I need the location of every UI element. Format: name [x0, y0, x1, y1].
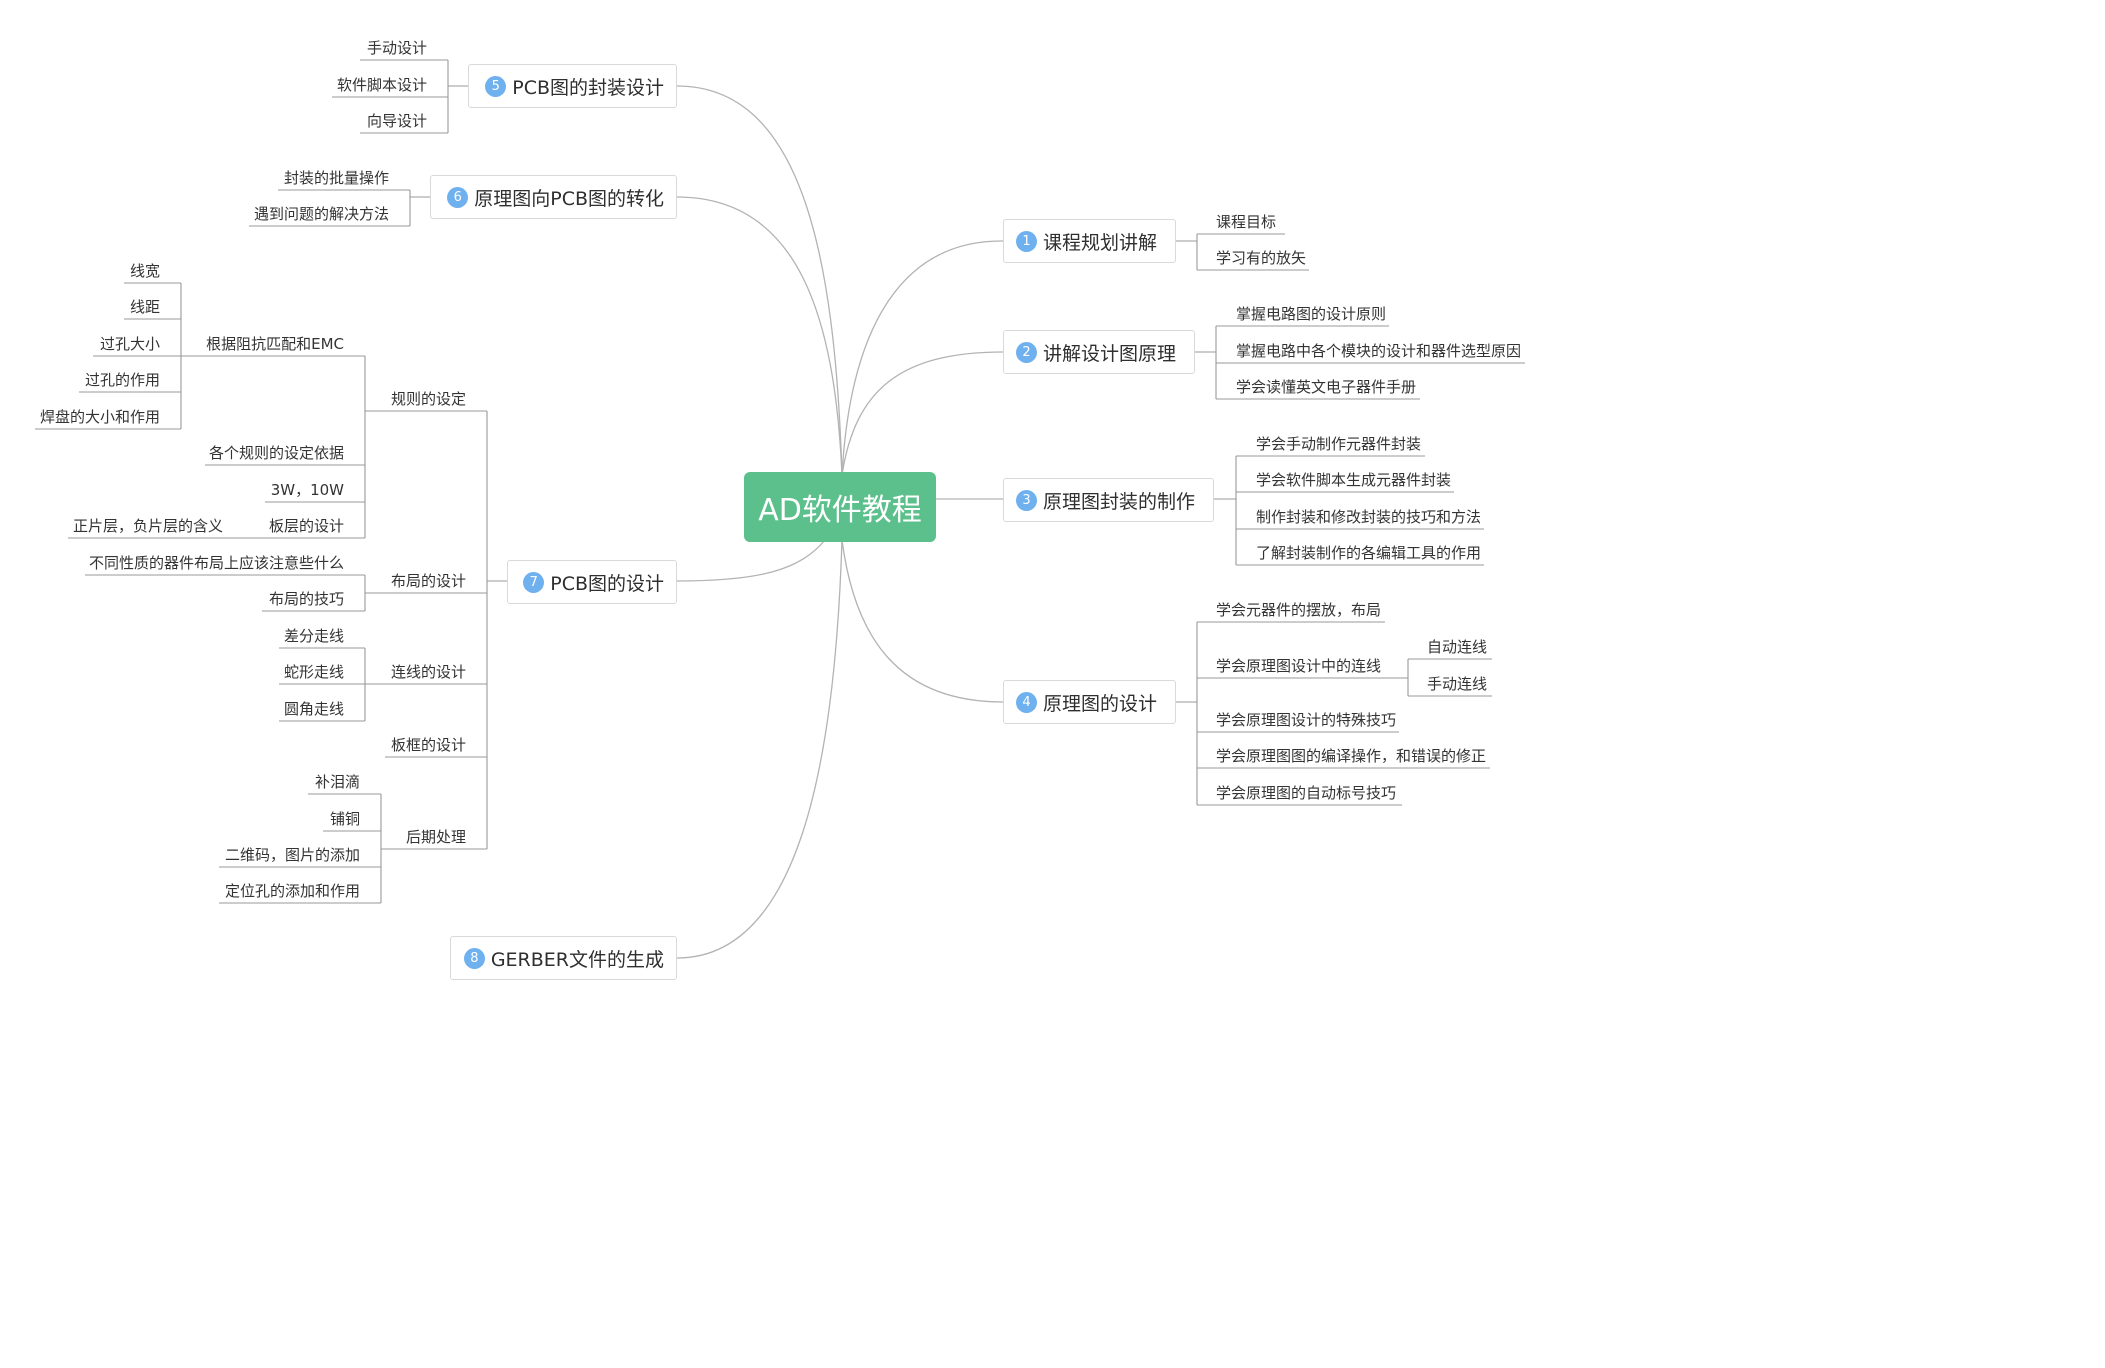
subtopic-routing-design[interactable]: 连线的设计 — [390, 663, 466, 681]
subtopic-component-placement-notes[interactable]: 不同性质的器件布局上应该注意些什么 — [88, 554, 344, 572]
branch-label: 原理图向PCB图的转化 — [474, 187, 664, 210]
subtopic-impedance-emc[interactable]: 根据阻抗匹配和EMC — [206, 335, 344, 353]
bracket-branch-6 — [249, 189, 430, 227]
branch-topic-8[interactable]: 8 GERBER文件的生成 — [450, 936, 677, 980]
subtopic-board-outline[interactable]: 板框的设计 — [390, 736, 466, 754]
subtopic-via-size[interactable]: 过孔大小 — [99, 335, 160, 353]
subtopic-special-techniques[interactable]: 学会原理图设计的特殊技巧 — [1216, 711, 1397, 729]
branch-topic-6[interactable]: 6 原理图向PCB图的转化 — [430, 175, 677, 219]
branch-label: 原理图封装的制作 — [1043, 490, 1196, 513]
subtopic-copper-pour[interactable]: 铺铜 — [329, 810, 360, 828]
subtopic-post-processing[interactable]: 后期处理 — [405, 828, 466, 846]
subtopic-editing-tools[interactable]: 了解封装制作的各编辑工具的作用 — [1256, 544, 1482, 562]
bracket-post — [219, 793, 400, 904]
connector-branch-4 — [841, 539, 1004, 703]
subtopic-wizard-design[interactable]: 向导设计 — [366, 112, 427, 130]
subtopic-rule-basis[interactable]: 各个规则的设定依据 — [208, 444, 344, 462]
branch-label: 讲解设计图原理 — [1043, 342, 1177, 365]
subtopic-layout-tips[interactable]: 布局的技巧 — [268, 590, 344, 608]
subtopic-differential-routing[interactable]: 差分走线 — [283, 627, 344, 645]
bracket-branch-5 — [332, 59, 468, 134]
subtopic-3w-10w[interactable]: 3W，10W — [270, 481, 344, 499]
subtopic-layout-design[interactable]: 布局的设计 — [390, 572, 466, 590]
subtopic-script-design[interactable]: 软件脚本设计 — [336, 76, 427, 94]
branch-label: GERBER文件的生成 — [490, 948, 664, 971]
subtopic-serpentine-routing[interactable]: 蛇形走线 — [283, 663, 344, 681]
branch-number-badge: 8 — [463, 947, 485, 969]
connector-branch-1 — [841, 240, 1004, 476]
subtopic-troubleshooting[interactable]: 遇到问题的解决方法 — [253, 205, 389, 223]
branch-number-badge: 2 — [1016, 341, 1037, 363]
subtopic-auto-wiring[interactable]: 自动连线 — [1427, 638, 1488, 656]
branch-number-badge: 5 — [485, 75, 507, 97]
subtopic-trace-spacing[interactable]: 线距 — [129, 298, 160, 316]
branch-topic-7[interactable]: 7 PCB图的设计 — [507, 560, 677, 604]
subtopic-footprint-tips[interactable]: 制作封装和修改封装的技巧和方法 — [1256, 508, 1482, 526]
subtopic-read-datasheets[interactable]: 学会读懂英文电子器件手册 — [1236, 378, 1417, 396]
bracket-branch-3 — [1214, 455, 1484, 566]
subtopic-teardrops[interactable]: 补泪滴 — [314, 773, 360, 791]
bracket-impedance — [35, 282, 200, 430]
connector-branch-7 — [676, 539, 826, 582]
bracket-layout — [85, 574, 385, 612]
bracket-routing — [279, 647, 385, 722]
branch-topic-4[interactable]: 4 原理图的设计 — [1003, 680, 1176, 724]
branch-number-badge: 6 — [447, 186, 469, 208]
subtopic-pad-size[interactable]: 焊盘的大小和作用 — [39, 408, 160, 426]
central-topic[interactable]: AD软件教程 — [744, 472, 936, 542]
branch-number-badge: 1 — [1016, 230, 1037, 252]
subtopic-script-footprint[interactable]: 学会软件脚本生成元器件封装 — [1256, 471, 1452, 489]
branch-label: PCB图的设计 — [550, 572, 664, 595]
bracket-branch-7 — [385, 410, 507, 850]
branch-label: PCB图的封装设计 — [512, 76, 664, 99]
bracket-branch-1 — [1176, 233, 1309, 271]
branch-number-badge: 7 — [523, 571, 545, 593]
subtopic-module-design-selection[interactable]: 掌握电路中各个模块的设计和器件选型原因 — [1236, 342, 1522, 360]
subtopic-manual-wiring[interactable]: 手动连线 — [1427, 675, 1488, 693]
subtopic-batch-footprint[interactable]: 封装的批量操作 — [283, 169, 389, 187]
subtopic-trace-width[interactable]: 线宽 — [129, 262, 160, 280]
subtopic-placement-layout[interactable]: 学会元器件的摆放，布局 — [1216, 601, 1382, 619]
branch-topic-1[interactable]: 1 课程规划讲解 — [1003, 219, 1176, 263]
central-topic-label: AD软件教程 — [758, 493, 922, 528]
bracket-branch-2 — [1195, 325, 1525, 400]
connector-branch-2 — [841, 351, 1004, 476]
connector-branch-6 — [676, 196, 843, 476]
bracket-branch-4 — [1176, 621, 1490, 806]
branch-topic-2[interactable]: 2 讲解设计图原理 — [1003, 330, 1195, 374]
connector-branch-5 — [676, 85, 843, 476]
subtopic-compile-fix-errors[interactable]: 学会原理图图的编译操作，和错误的修正 — [1216, 747, 1487, 765]
subtopic-mounting-holes[interactable]: 定位孔的添加和作用 — [224, 882, 360, 900]
connector-branch-8 — [676, 539, 843, 959]
branch-number-badge: 4 — [1016, 691, 1037, 713]
branch-number-badge: 3 — [1016, 489, 1037, 511]
subtopic-rule-settings[interactable]: 规则的设定 — [390, 390, 466, 408]
bracket-rules — [200, 355, 385, 539]
subtopic-auto-annotate[interactable]: 学会原理图的自动标号技巧 — [1216, 784, 1397, 802]
subtopic-qr-image[interactable]: 二维码，图片的添加 — [224, 846, 360, 864]
bracket-wiring — [1407, 658, 1492, 697]
subtopic-rounded-routing[interactable]: 圆角走线 — [283, 700, 344, 718]
subtopic-positive-negative-layers[interactable]: 正片层，负片层的含义 — [72, 517, 223, 535]
branch-topic-3[interactable]: 3 原理图封装的制作 — [1003, 478, 1214, 522]
branch-label: 原理图的设计 — [1043, 692, 1158, 715]
subtopic-manual-design[interactable]: 手动设计 — [366, 39, 427, 57]
subtopic-schematic-wiring[interactable]: 学会原理图设计中的连线 — [1216, 657, 1382, 675]
connector-lines — [35, 59, 1525, 959]
subtopic-focused-learning[interactable]: 学习有的放矢 — [1216, 249, 1307, 267]
subtopic-layer-design[interactable]: 板层的设计 — [268, 517, 344, 535]
subtopic-manual-footprint[interactable]: 学会手动制作元器件封装 — [1256, 435, 1422, 453]
subtopic-via-purpose[interactable]: 过孔的作用 — [84, 371, 160, 389]
branch-topic-5[interactable]: 5 PCB图的封装设计 — [468, 64, 677, 108]
subtopic-course-goal[interactable]: 课程目标 — [1216, 213, 1277, 231]
subtopic-circuit-design-principles[interactable]: 掌握电路图的设计原则 — [1236, 305, 1387, 323]
branch-label: 课程规划讲解 — [1043, 231, 1158, 254]
